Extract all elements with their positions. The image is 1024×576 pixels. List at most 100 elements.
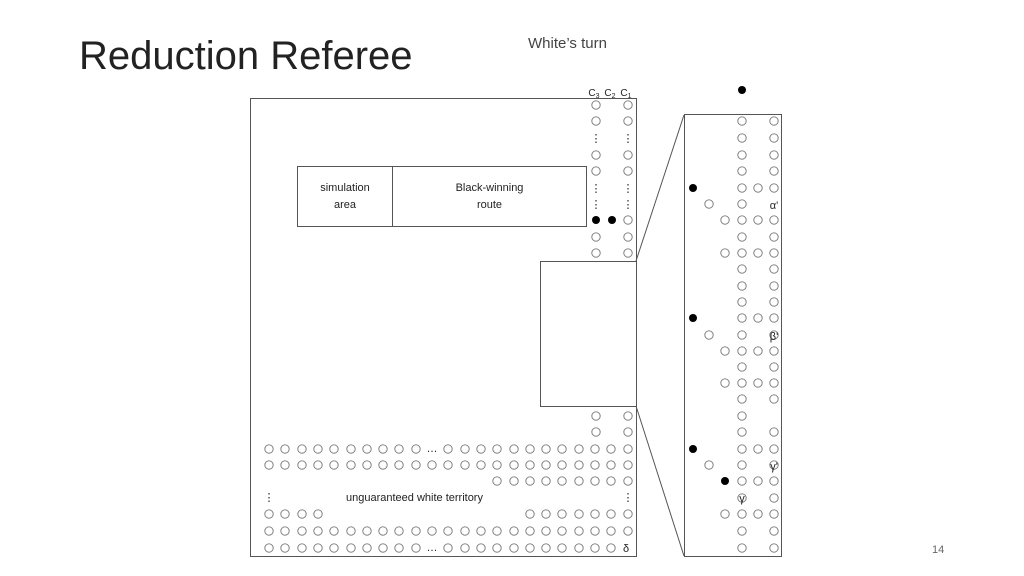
white-stone — [590, 444, 600, 454]
white-stone — [541, 526, 551, 536]
white-stone — [769, 133, 779, 143]
territory-label: unguaranteed white territory — [344, 492, 485, 504]
white-stone — [590, 509, 600, 519]
white-stone — [346, 460, 356, 470]
white-stone — [394, 460, 404, 470]
white-stone — [737, 346, 747, 356]
white-stone — [329, 444, 339, 454]
white-stone — [606, 460, 616, 470]
white-stone — [591, 166, 601, 176]
white-stone — [280, 543, 290, 553]
white-stone — [737, 215, 747, 225]
white-stone — [623, 100, 633, 110]
slide-title: Reduction Referee — [79, 34, 413, 78]
white-stone — [411, 444, 421, 454]
white-stone — [557, 444, 567, 454]
white-stone — [769, 460, 779, 470]
white-stone — [476, 460, 486, 470]
white-stone — [769, 264, 779, 274]
white-stone — [720, 215, 730, 225]
white-stone — [378, 460, 388, 470]
white-stone — [623, 509, 633, 519]
white-stone — [769, 215, 779, 225]
white-stone — [769, 378, 779, 388]
white-stone — [737, 411, 747, 421]
white-stone — [720, 346, 730, 356]
white-stone — [525, 509, 535, 519]
white-stone — [606, 543, 616, 553]
white-stone — [264, 526, 274, 536]
white-stone — [737, 362, 747, 372]
vdots: ⋮ — [623, 492, 634, 504]
white-stone — [753, 444, 763, 454]
zoom-panel-border — [684, 114, 782, 557]
white-stone — [606, 526, 616, 536]
vdots: ⋮ — [623, 133, 634, 145]
white-stone — [460, 526, 470, 536]
white-stone — [737, 199, 747, 209]
white-stone — [737, 166, 747, 176]
vdots: ⋮ — [591, 133, 602, 145]
white-stone — [525, 460, 535, 470]
white-stone — [737, 460, 747, 470]
white-stone — [329, 460, 339, 470]
white-stone — [769, 526, 779, 536]
white-stone — [704, 460, 714, 470]
white-stone — [557, 509, 567, 519]
white-stone — [541, 460, 551, 470]
white-stone — [606, 509, 616, 519]
white-stone — [623, 444, 633, 454]
white-stone — [280, 444, 290, 454]
white-stone — [769, 150, 779, 160]
white-stone — [737, 543, 747, 553]
zoom-label-gamma: γ — [739, 493, 745, 505]
white-stone — [557, 476, 567, 486]
white-stone — [574, 543, 584, 553]
white-stone — [737, 526, 747, 536]
white-stone — [541, 509, 551, 519]
white-stone — [557, 526, 567, 536]
white-stone — [720, 378, 730, 388]
white-stone — [737, 493, 747, 503]
white-stone — [443, 444, 453, 454]
white-stone — [769, 543, 779, 553]
white-stone — [753, 378, 763, 388]
white-stone — [346, 526, 356, 536]
zoom-label-alpha: α' — [770, 200, 778, 212]
white-stone — [460, 444, 470, 454]
white-stone — [297, 509, 307, 519]
white-stone — [525, 526, 535, 536]
white-stone — [737, 116, 747, 126]
white-stone — [769, 476, 779, 486]
white-stone — [509, 543, 519, 553]
white-stone — [753, 313, 763, 323]
white-stone — [574, 476, 584, 486]
white-stone — [769, 444, 779, 454]
vdots: ⋮ — [264, 492, 275, 504]
white-stone — [737, 476, 747, 486]
vdots: ⋮ — [591, 199, 602, 211]
zoom-label-beta: β' — [770, 331, 778, 343]
white-stone — [476, 444, 486, 454]
white-stone — [737, 427, 747, 437]
vdots: ⋮ — [623, 183, 634, 195]
white-stone — [591, 150, 601, 160]
white-stone — [590, 543, 600, 553]
white-stone — [591, 100, 601, 110]
white-stone — [492, 460, 502, 470]
white-stone — [411, 460, 421, 470]
white-stone — [492, 476, 502, 486]
white-stone — [509, 460, 519, 470]
white-stone — [443, 460, 453, 470]
white-stone — [362, 526, 372, 536]
white-stone — [769, 183, 779, 193]
white-stone — [460, 543, 470, 553]
zoom-connector-bottom — [635, 405, 685, 557]
white-stone — [623, 476, 633, 486]
white-stone — [264, 460, 274, 470]
white-stone — [264, 509, 274, 519]
white-stone — [753, 183, 763, 193]
white-stone — [769, 362, 779, 372]
white-stone — [753, 509, 763, 519]
white-stone — [606, 476, 616, 486]
